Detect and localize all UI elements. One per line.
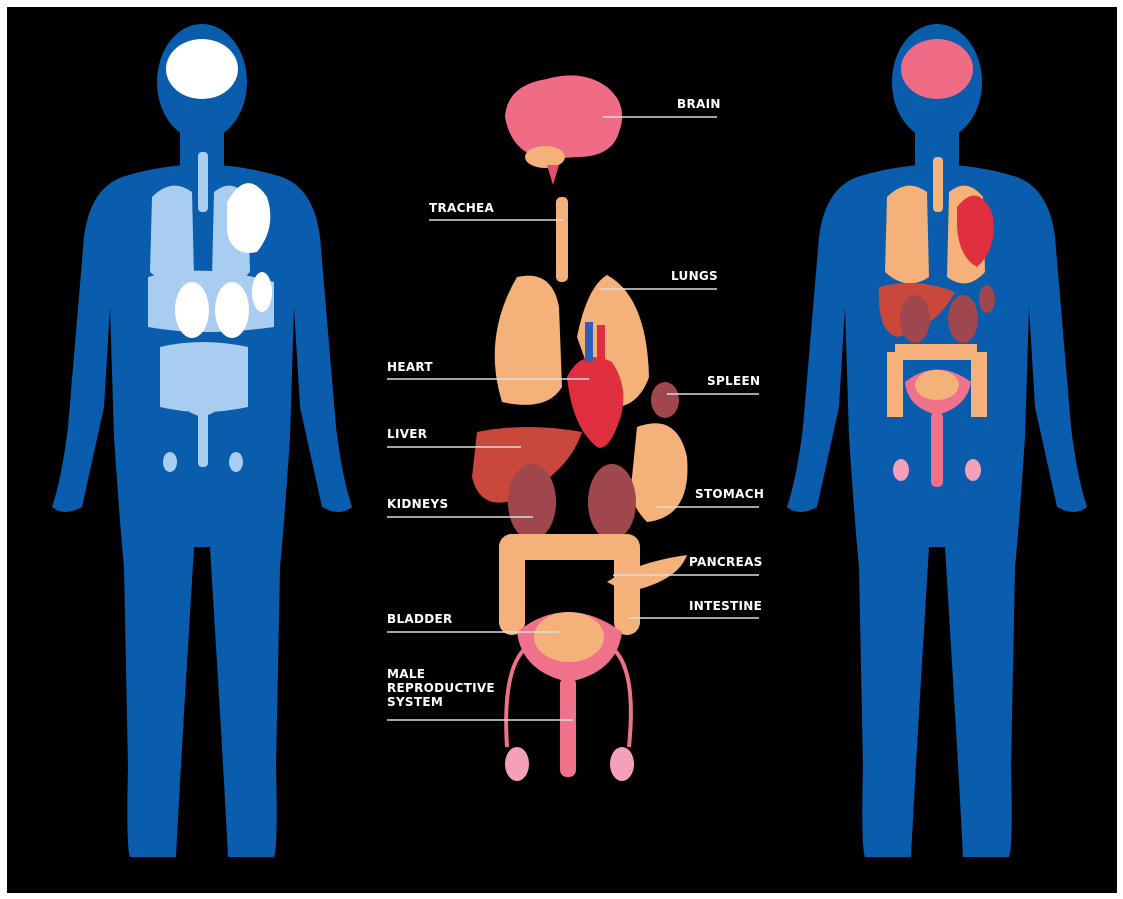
right-reproductive-shape (931, 412, 943, 487)
bladder-illustration (517, 612, 622, 682)
label-kidneys: KIDNEYS (387, 497, 448, 511)
label-trachea: TRACHEA (429, 201, 494, 215)
label-pancreas: PANCREAS (689, 555, 763, 569)
label-heart: HEART (387, 360, 433, 374)
brain-illustration (505, 75, 622, 185)
label-brain: BRAIN (677, 97, 721, 111)
intestine-illustration (512, 547, 627, 622)
label-lungs: LUNGS (671, 269, 718, 283)
right-body-silhouette (787, 7, 1087, 893)
right-body-svg (787, 7, 1087, 893)
label-spleen: SPLEEN (707, 374, 760, 388)
label-reproductive-line-1: MALE (387, 667, 495, 681)
trachea-illustration (556, 197, 568, 282)
right-brain-shape (901, 39, 973, 99)
label-reproductive-line-2: REPRODUCTIVE (387, 681, 495, 695)
label-intestine: INTESTINE (689, 599, 762, 613)
label-stomach: STOMACH (695, 487, 764, 501)
label-bladder: BLADDER (387, 612, 453, 626)
spleen-illustration (651, 382, 679, 418)
label-liver: LIVER (387, 427, 427, 441)
kidneys-illustration (508, 464, 636, 540)
label-reproductive-line-3: SYSTEM (387, 695, 495, 709)
diagram-canvas: BRAIN TRACHEA LUNGS HEART SPLEEN LIVER K… (7, 7, 1117, 893)
label-male-reproductive-system: MALE REPRODUCTIVE SYSTEM (387, 667, 495, 709)
right-trachea-shape (933, 157, 943, 212)
